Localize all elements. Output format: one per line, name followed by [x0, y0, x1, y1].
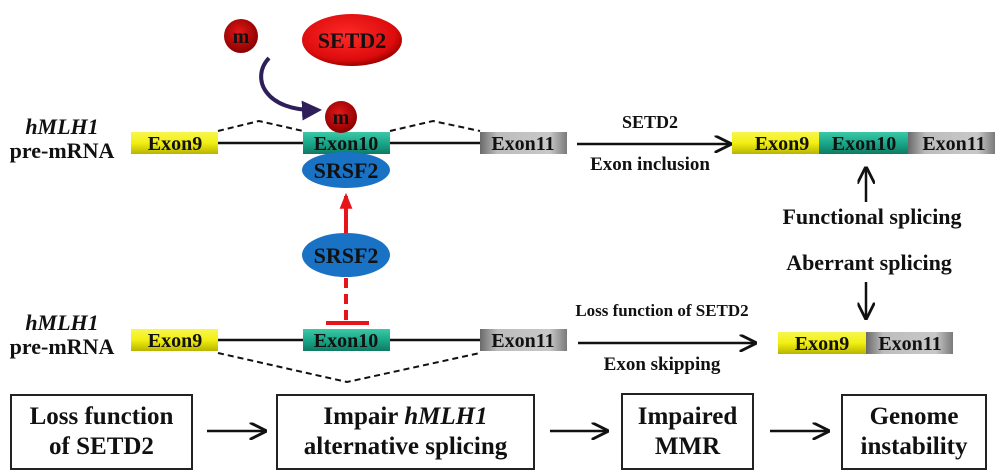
exon10-top: [303, 132, 390, 154]
srsf2-free-label: SRSF2: [314, 243, 379, 268]
inclusion-arrow-top-label: SETD2: [622, 112, 678, 132]
flow-box-line: Impaired: [637, 402, 738, 430]
skipping-junction-dashed: [217, 352, 481, 384]
flow-box-line: MMR: [654, 432, 721, 460]
flow-box-text: Impair: [323, 403, 405, 430]
flow-box-line: Genome: [869, 403, 959, 430]
srsf2-bound-ellipse: [302, 152, 390, 188]
methyl-bound-circle: [325, 101, 357, 133]
splice-junction-dashed: [389, 119, 481, 132]
srsf2-bound-label: SRSF2: [314, 158, 379, 183]
exon11-label: Exon11: [491, 330, 554, 352]
methyl-bound-label: m: [333, 107, 350, 129]
skipped-product-exon9-label: Exon9: [795, 333, 849, 355]
flow-box-line: alternative splicing: [303, 433, 508, 460]
product-exon9-label: Exon9: [755, 133, 809, 155]
exon9-top: [131, 132, 218, 154]
pre-mrna-label-bottom: pre-mRNA: [10, 334, 115, 359]
product-exon11-label: Exon11: [922, 133, 985, 155]
methyl-free-label: m: [233, 26, 250, 48]
skipped-product-exon11-label: Exon11: [878, 333, 941, 355]
skipping-arrow-bottom-label: Exon skipping: [604, 354, 721, 375]
product-exon10: [819, 132, 908, 154]
methyl-free-circle: [224, 19, 258, 53]
product-exon9: [732, 132, 819, 154]
exon10-label: Exon10: [314, 133, 378, 155]
splice-junction-dashed: [217, 119, 304, 132]
skipping-arrow-top-label: Loss function of SETD2: [575, 301, 748, 320]
skipped-product-exon9: [778, 332, 866, 354]
exon11-bottom: [480, 329, 567, 351]
flow-box-impair-splicing: Impair hMLH1 alternative splicing: [276, 394, 535, 470]
flow-box-line: Impair hMLH1: [323, 402, 487, 432]
flow-box-line: Loss function: [29, 403, 174, 430]
product-exon11: [908, 132, 995, 154]
functional-splicing-label: Functional splicing: [782, 204, 961, 229]
inclusion-arrow-bottom-label: Exon inclusion: [590, 154, 710, 175]
flow-box-loss-function: Loss function of SETD2: [10, 394, 193, 470]
srsf2-free-ellipse: [302, 233, 390, 277]
flow-box-genome-instability: Genome instability: [841, 394, 987, 470]
exon10-bottom: [303, 329, 390, 351]
exon10-label: Exon10: [314, 330, 378, 352]
flow-box-line: instability: [860, 433, 968, 460]
exon11-label: Exon11: [491, 133, 554, 155]
skipped-product-exon11: [866, 332, 953, 354]
exon9-label: Exon9: [148, 133, 202, 155]
exon11-top: [480, 132, 567, 154]
methylation-curved-arrow: [259, 56, 322, 121]
gene-name-italic: hMLH1: [404, 403, 488, 430]
gene-label-bottom: hMLH1: [25, 310, 98, 335]
setd2-ellipse: [302, 14, 402, 66]
exon9-label: Exon9: [148, 330, 202, 352]
setd2-label: SETD2: [318, 28, 386, 53]
exon9-bottom: [131, 329, 218, 351]
gene-label-top: hMLH1: [25, 114, 98, 139]
product-exon10-label: Exon10: [832, 133, 896, 155]
aberrant-splicing-label: Aberrant splicing: [786, 250, 952, 275]
pre-mrna-label-top: pre-mRNA: [10, 138, 115, 163]
flow-box-line: of SETD2: [49, 433, 154, 460]
flow-box-impaired-mmr: Impaired MMR: [621, 393, 754, 470]
